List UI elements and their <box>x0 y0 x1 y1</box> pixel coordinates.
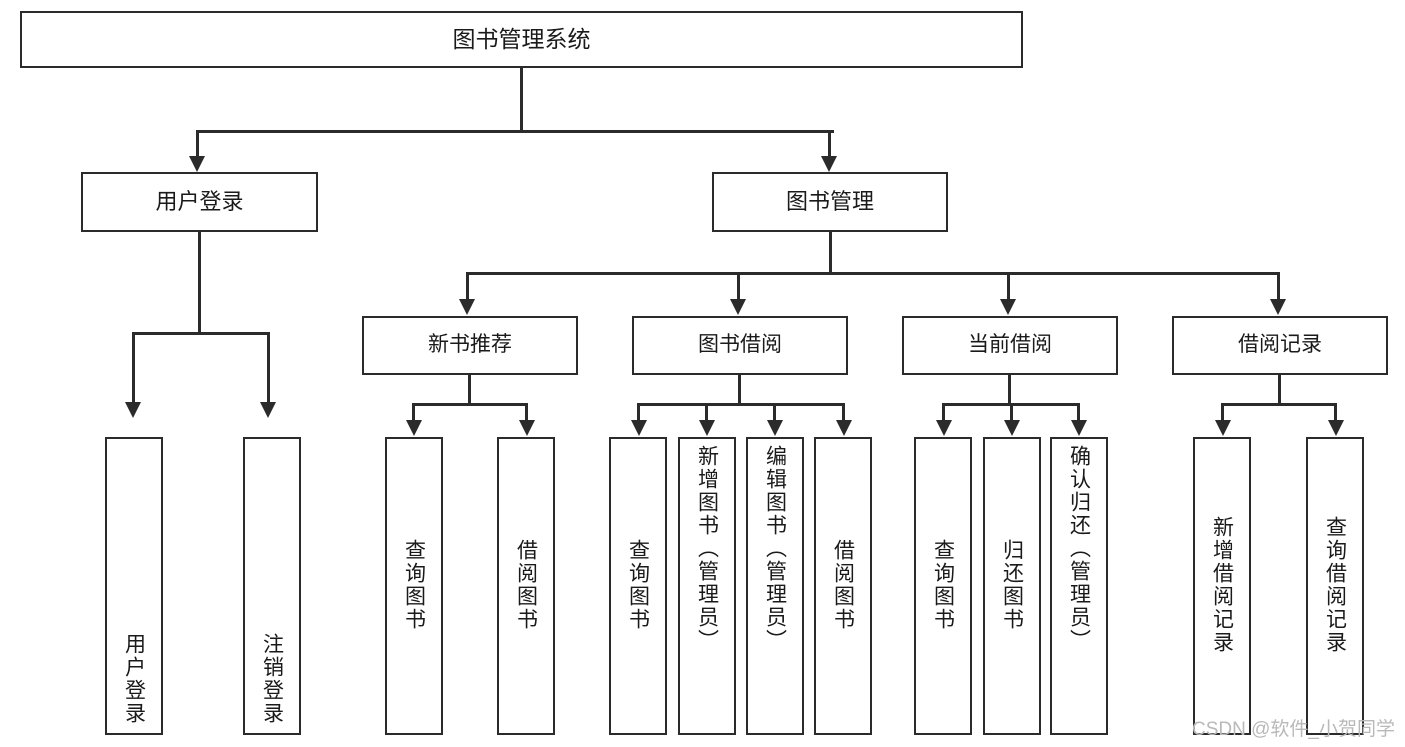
node-current-borrow[interactable]: 当前借阅 <box>902 316 1118 375</box>
edge-bb-to-leaf-3 <box>773 403 776 425</box>
arrowhead-leaf-edit-book <box>767 420 783 436</box>
arrowhead-leaf-query-book-1 <box>406 420 422 436</box>
edge-root-bus <box>196 130 834 133</box>
leaf-borrow-book-2[interactable]: 借阅图书 <box>814 437 872 735</box>
arrowhead-leaf-logout-login <box>260 402 276 418</box>
leaf-add-borrow-record[interactable]: 新增借阅记录 <box>1193 437 1251 735</box>
edge-cb-to-leaf-3 <box>1077 403 1080 425</box>
node-new-book-recommend[interactable]: 新书推荐 <box>362 316 578 375</box>
edge-new-book-recommend-bus <box>412 403 528 406</box>
arrowhead-current-borrow <box>1000 299 1016 315</box>
leaf-query-book-2[interactable]: 查询图书 <box>609 437 667 735</box>
leaf-edit-book[interactable]: 编辑图书（管理员） <box>746 437 804 735</box>
edge-user-login-stem <box>198 232 201 334</box>
node-label: 确认归还（管理员） <box>1067 445 1091 652</box>
node-user-login[interactable]: 用户登录 <box>81 172 318 232</box>
edge-root-to-user-login <box>196 130 199 160</box>
leaf-query-borrow-record[interactable]: 查询借阅记录 <box>1306 437 1364 735</box>
csdn-watermark: CSDN @软件_小贺同学 <box>1192 719 1395 740</box>
node-borrow-record[interactable]: 借阅记录 <box>1172 316 1388 375</box>
node-label: 图书管理 <box>785 189 874 215</box>
node-label: 查询借阅记录 <box>1323 516 1347 654</box>
edge-book-management-stem <box>829 232 832 274</box>
arrowhead-leaf-add-borrow-record <box>1215 420 1231 436</box>
edge-root-stem <box>520 68 523 132</box>
edge-br-to-leaf-1 <box>1221 403 1224 425</box>
node-label: 注销登录 <box>260 633 284 725</box>
edge-book-borrow-bus <box>637 403 845 406</box>
node-book-management-system[interactable]: 图书管理系统 <box>20 11 1023 68</box>
arrowhead-user-login <box>189 156 205 172</box>
arrowhead-book-management <box>821 156 837 172</box>
edge-user-login-to-leaf-2 <box>267 332 270 405</box>
node-label: 用户登录 <box>122 633 146 725</box>
node-label: 归还图书 <box>1000 539 1024 631</box>
node-label: 查询图书 <box>402 539 426 631</box>
edge-to-new-book-recommend <box>466 272 469 302</box>
leaf-add-book[interactable]: 新增图书（管理员） <box>678 437 736 735</box>
edge-current-borrow-stem <box>1008 375 1011 405</box>
node-label: 新增图书（管理员） <box>695 445 719 652</box>
edge-bb-to-leaf-4 <box>842 403 845 425</box>
edge-br-to-leaf-2 <box>1334 403 1337 425</box>
node-label: 图书管理系统 <box>452 26 591 53</box>
arrowhead-leaf-query-book-3 <box>936 420 952 436</box>
node-label: 新增借阅记录 <box>1210 516 1234 654</box>
arrowhead-leaf-query-book-2 <box>631 420 647 436</box>
node-label: 新书推荐 <box>428 333 512 357</box>
edge-bb-to-leaf-2 <box>705 403 708 425</box>
edge-to-current-borrow <box>1007 272 1010 302</box>
edge-root-to-book-management <box>828 130 831 160</box>
node-label: 借阅图书 <box>831 539 855 631</box>
node-label: 借阅图书 <box>514 539 538 631</box>
leaf-query-book-1[interactable]: 查询图书 <box>385 437 443 735</box>
arrowhead-leaf-borrow-book-1 <box>519 420 535 436</box>
node-label: 查询图书 <box>931 539 955 631</box>
node-label: 编辑图书（管理员） <box>763 445 787 652</box>
edge-borrow-record-bus <box>1221 403 1337 406</box>
node-label: 当前借阅 <box>968 333 1052 357</box>
edge-level3-bus <box>466 272 1280 275</box>
node-label: 用户登录 <box>155 189 244 215</box>
edge-cb-to-leaf-1 <box>942 403 945 425</box>
leaf-return-book[interactable]: 归还图书 <box>983 437 1041 735</box>
edge-to-book-borrow <box>737 272 740 302</box>
node-label: 图书借阅 <box>698 333 782 357</box>
edge-nbr-to-leaf-1 <box>412 403 415 425</box>
edge-new-book-recommend-stem <box>468 375 471 405</box>
arrowhead-borrow-record <box>1270 299 1286 315</box>
node-book-borrow[interactable]: 图书借阅 <box>632 316 848 375</box>
arrowhead-leaf-confirm-return <box>1071 420 1087 436</box>
leaf-user-login[interactable]: 用户登录 <box>105 437 163 735</box>
edge-user-login-to-leaf-1 <box>132 332 135 405</box>
arrowhead-new-book-recommend <box>459 299 475 315</box>
edge-nbr-to-leaf-2 <box>525 403 528 425</box>
arrowhead-leaf-borrow-book-2 <box>836 420 852 436</box>
arrowhead-leaf-query-borrow-record <box>1328 420 1344 436</box>
node-book-management[interactable]: 图书管理 <box>712 172 948 232</box>
node-label: 借阅记录 <box>1238 333 1322 357</box>
edge-cb-to-leaf-2 <box>1010 403 1013 425</box>
arrowhead-leaf-add-book <box>699 420 715 436</box>
node-label: 查询图书 <box>626 539 650 631</box>
edge-to-borrow-record <box>1277 272 1280 302</box>
edge-user-login-bus <box>132 332 270 335</box>
edge-book-borrow-stem <box>738 375 741 405</box>
arrowhead-leaf-return-book <box>1004 420 1020 436</box>
edge-borrow-record-stem <box>1278 375 1281 405</box>
leaf-logout-login[interactable]: 注销登录 <box>243 437 301 735</box>
leaf-borrow-book-1[interactable]: 借阅图书 <box>497 437 555 735</box>
arrowhead-leaf-user-login <box>125 402 141 418</box>
leaf-query-book-3[interactable]: 查询图书 <box>914 437 972 735</box>
arrowhead-book-borrow <box>730 299 746 315</box>
edge-bb-to-leaf-1 <box>637 403 640 425</box>
leaf-confirm-return[interactable]: 确认归还（管理员） <box>1050 437 1108 735</box>
